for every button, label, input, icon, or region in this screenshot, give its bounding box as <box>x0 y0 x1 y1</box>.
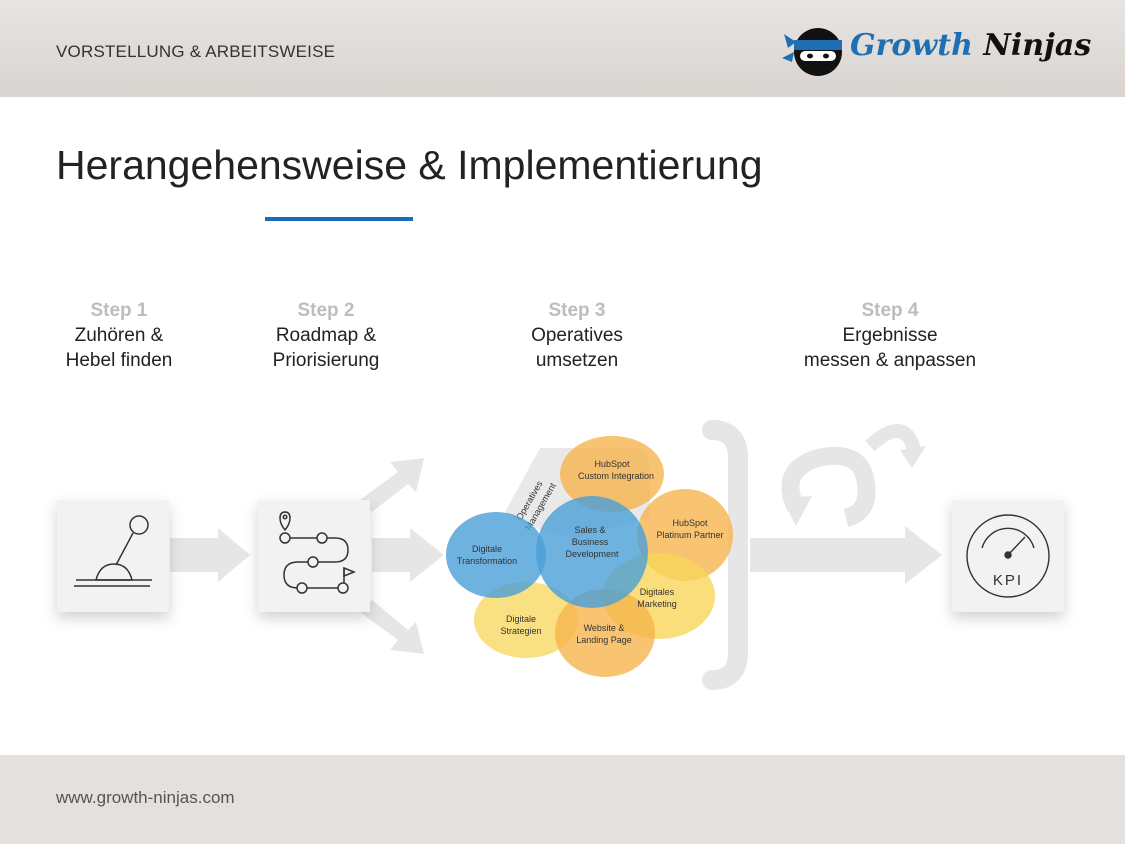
ninja-logo-icon <box>782 28 842 76</box>
arrow-step3-step4 <box>750 526 942 584</box>
kpi-label: KPI <box>993 572 1023 589</box>
step-1: Step 1 Zuhören & Hebel finden <box>44 298 194 373</box>
blob-label-sales-1: Sales & <box>574 525 605 535</box>
blob-labels: HubSpot Custom Integration HubSpot Plati… <box>457 459 724 645</box>
blob-website <box>555 589 655 677</box>
blob-label-website-1: Website & <box>584 623 625 633</box>
blob-label-website-2: Landing Page <box>576 635 632 645</box>
page-title: Herangehensweise & Implementierung <box>56 142 763 188</box>
blob-label-transformation-2: Transformation <box>457 556 517 566</box>
arrow-diverge-down <box>360 600 424 654</box>
blob-digitale-transformation <box>446 512 546 598</box>
arrow-step1-step2 <box>170 528 250 582</box>
arrow-step2-step3 <box>372 528 444 582</box>
blob-label-strategien-1: Digitale <box>506 614 536 624</box>
step-3-text: Operatives umsetzen <box>531 325 623 371</box>
arrow-diverge-up <box>360 458 424 512</box>
blob-label-strategien-2: Strategien <box>500 626 541 636</box>
footer-website-link[interactable]: www.growth-ninjas.com <box>56 788 235 807</box>
blob-label-sales-3: Development <box>565 549 619 559</box>
header: VORSTELLUNG & ARBEITSWEISE Growth Ninjas <box>0 0 1125 97</box>
section-label: VORSTELLUNG & ARBEITSWEISE <box>56 42 336 61</box>
step-4: Step 4 Ergebnisse messen & anpassen <box>780 298 1000 373</box>
logo-word-growth: Growth <box>850 28 973 63</box>
blob-sales <box>536 496 648 608</box>
blob-label-marketing-1: Digitales <box>640 587 675 597</box>
step-2: Step 2 Roadmap & Priorisierung <box>246 298 406 373</box>
joystick-icon <box>74 515 152 587</box>
growth-ninjas-logo[interactable]: Growth Ninjas <box>782 22 1091 82</box>
blob-hubspot-custom <box>560 436 664 512</box>
blob-label-transformation-1: Digitale <box>472 544 502 554</box>
step-4-number: Step 4 <box>861 300 919 321</box>
logo-word-ninjas: Ninjas <box>983 28 1092 63</box>
step-2-card <box>258 500 370 612</box>
kpi-gauge-icon <box>966 514 1050 598</box>
footer: www.growth-ninjas.com <box>0 755 1125 844</box>
title-underline <box>265 217 413 221</box>
loop-arrow-icon <box>781 424 926 527</box>
step-1-card <box>57 500 169 612</box>
blob-label-hubspot-platinum-1: HubSpot <box>672 518 708 528</box>
step-3: Step 3 Operatives umsetzen <box>497 298 657 373</box>
blob-label-hubspot-platinum-2: Platinum Partner <box>656 530 723 540</box>
process-diagram: Operatives Management HubSpot Custom Int… <box>57 420 1064 690</box>
blob-label-marketing-2: Marketing <box>637 599 677 609</box>
feedback-loop-bracket <box>702 420 748 690</box>
roadmap-icon <box>279 511 357 594</box>
step-3-number: Step 3 <box>548 300 606 321</box>
blob-label-hubspot-custom-2: Custom Integration <box>578 471 654 481</box>
step-2-number: Step 2 <box>297 300 355 321</box>
step-4-text: Ergebnisse messen & anpassen <box>803 325 977 371</box>
blob-label-hubspot-custom-1: HubSpot <box>594 459 630 469</box>
logo-wordmark: Growth Ninjas <box>850 28 1091 63</box>
blob-digitale-strategien <box>474 582 578 658</box>
step-2-text: Roadmap & Priorisierung <box>272 325 380 371</box>
step-1-text: Zuhören & Hebel finden <box>65 325 173 371</box>
blob-label-sales-2: Business <box>572 537 609 547</box>
step-1-number: Step 1 <box>90 300 148 321</box>
